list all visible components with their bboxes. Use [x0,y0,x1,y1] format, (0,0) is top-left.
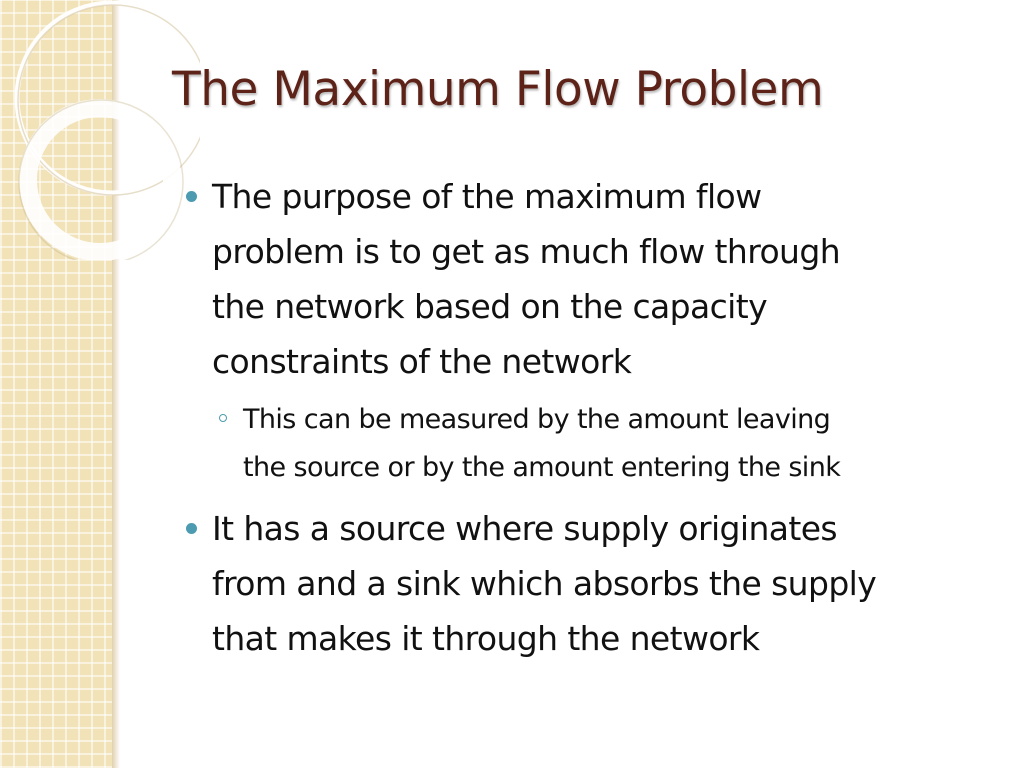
decorative-rings [14,0,200,260]
ring-bottom-shadow [18,99,184,260]
bullet-line: from and a sink which absorbs the supply [212,564,877,603]
bullet-line: the network based on the capacity [212,287,768,326]
bullet-dot-icon [186,523,197,534]
slide-title: The Maximum Flow Problem [172,62,824,117]
bullet-line: The purpose of the maximum flow [212,177,762,216]
sub-bullet-line: This can be measured by the amount leavi… [243,404,831,435]
bullet-item: It has a source where supply originates … [186,501,1002,666]
ring-bottom [19,99,181,260]
sub-bullet-line: the source or by the amount entering the… [243,452,841,483]
bullet-line: It has a source where supply originates [212,509,838,548]
bullet-line: that makes it through the network [212,619,760,658]
bullet-line: constraints of the network [212,342,632,381]
bullet-dot-icon [186,191,197,202]
bullet-item: The purpose of the maximum flow problem … [186,169,1002,389]
sub-bullet-item: This can be measured by the amount leavi… [219,396,1013,492]
bullet-line: problem is to get as much flow through [212,232,841,271]
ring-top [14,0,200,196]
sub-bullet-circle-icon [219,414,227,422]
strip-shadow-edge [112,0,120,768]
ring-top-shadow [17,4,200,196]
